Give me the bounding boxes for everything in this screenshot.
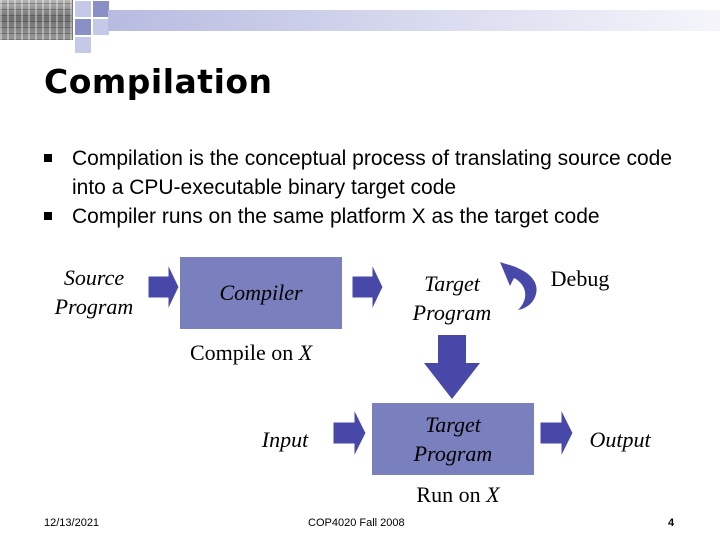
- slide-title: Compilation: [44, 62, 273, 101]
- arrow-right-icon: [540, 408, 574, 458]
- compile-on-label: Compile on X: [190, 340, 313, 365]
- target-program-run-label: Target Program: [413, 412, 493, 466]
- arrow-right-icon: [352, 263, 384, 311]
- footer-date: 12/13/2021: [44, 517, 100, 529]
- header-photo: [0, 0, 73, 40]
- footer-course: COP4020 Fall 2008: [308, 517, 405, 529]
- input-label: Input: [261, 427, 309, 452]
- debug-label: Debug: [550, 266, 610, 291]
- source-program-label: Source Program: [54, 265, 134, 319]
- run-on-label: Run on X: [416, 482, 500, 507]
- output-label: Output: [589, 427, 651, 452]
- arrow-down-icon: [424, 335, 480, 399]
- header-square: [74, 18, 92, 36]
- arrow-right-icon: [148, 263, 180, 311]
- bullet-list: Compilation is the conceptual process of…: [44, 144, 704, 231]
- bullet-text: Compilation is the conceptual process of…: [72, 147, 672, 199]
- header-bar: [108, 10, 720, 31]
- bullet-item: Compilation is the conceptual process of…: [44, 144, 704, 202]
- footer-page-number: 4: [668, 517, 675, 529]
- target-program-run-box: Target Program: [372, 403, 534, 475]
- curved-arrow-icon: [500, 262, 537, 310]
- header-square: [92, 0, 110, 18]
- bullet-item: Compiler runs on the same platform X as …: [44, 202, 704, 231]
- bullet-text: Compiler runs on the same platform X as …: [72, 205, 600, 228]
- header-square: [74, 36, 92, 54]
- arrow-right-icon: [333, 408, 367, 458]
- compiler-box: Compiler: [180, 257, 342, 329]
- compiler-label: Compiler: [219, 280, 303, 305]
- target-program-label: Target Program: [412, 271, 492, 325]
- header-square: [74, 0, 92, 18]
